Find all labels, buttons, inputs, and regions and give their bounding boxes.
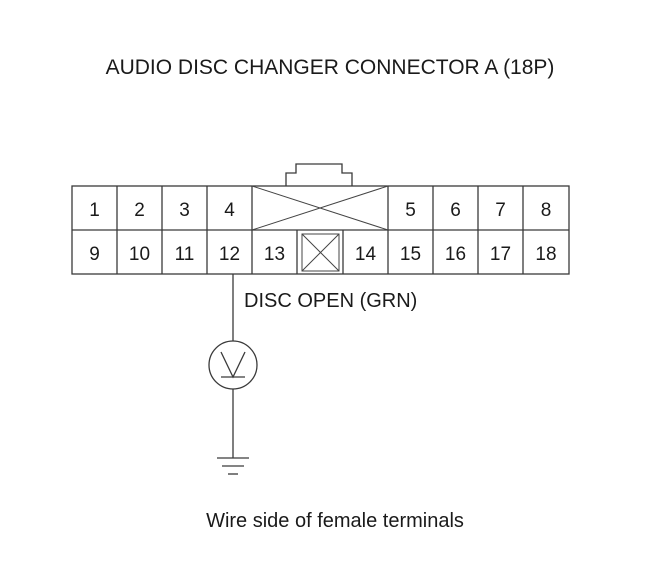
pin-label: 18 [535, 244, 556, 265]
pin-label: 9 [89, 244, 100, 265]
blank-cell-bottom [301, 233, 340, 272]
connector-lock-tab [285, 163, 353, 186]
voltmeter-icon [208, 340, 258, 390]
pin-label: 17 [490, 244, 511, 265]
pin-label: 8 [541, 200, 552, 221]
pin-label: 1 [89, 200, 100, 221]
pin-label: 16 [445, 244, 466, 265]
pin-label: 11 [175, 244, 195, 265]
pin-label: 4 [224, 200, 235, 221]
bottom-row-pin-labels: 9 10 11 12 13 14 15 16 17 18 [89, 244, 556, 265]
pin-label: 15 [400, 244, 421, 265]
pin-label: 2 [134, 200, 145, 221]
top-row-pin-labels: 1 2 3 4 5 6 7 8 [89, 200, 551, 221]
pin-label: 13 [264, 244, 285, 265]
blank-cell-top [251, 185, 389, 231]
wire-label: DISC OPEN (GRN) [244, 290, 417, 312]
diagram-title: AUDIO DISC CHANGER CONNECTOR A (18P) [106, 56, 555, 79]
diagram-caption: Wire side of female terminals [206, 510, 464, 532]
pin-label: 14 [355, 244, 377, 265]
pin-label: 10 [129, 244, 150, 265]
pin-label-probed: 12 [219, 244, 240, 265]
pin-label: 5 [405, 200, 416, 221]
ground-icon [217, 457, 249, 475]
top-row-dividers [116, 186, 524, 230]
bottom-row-dividers [116, 230, 524, 274]
pin-label: 6 [450, 200, 461, 221]
pin-label: 3 [179, 200, 190, 221]
pin-label: 7 [495, 200, 506, 221]
